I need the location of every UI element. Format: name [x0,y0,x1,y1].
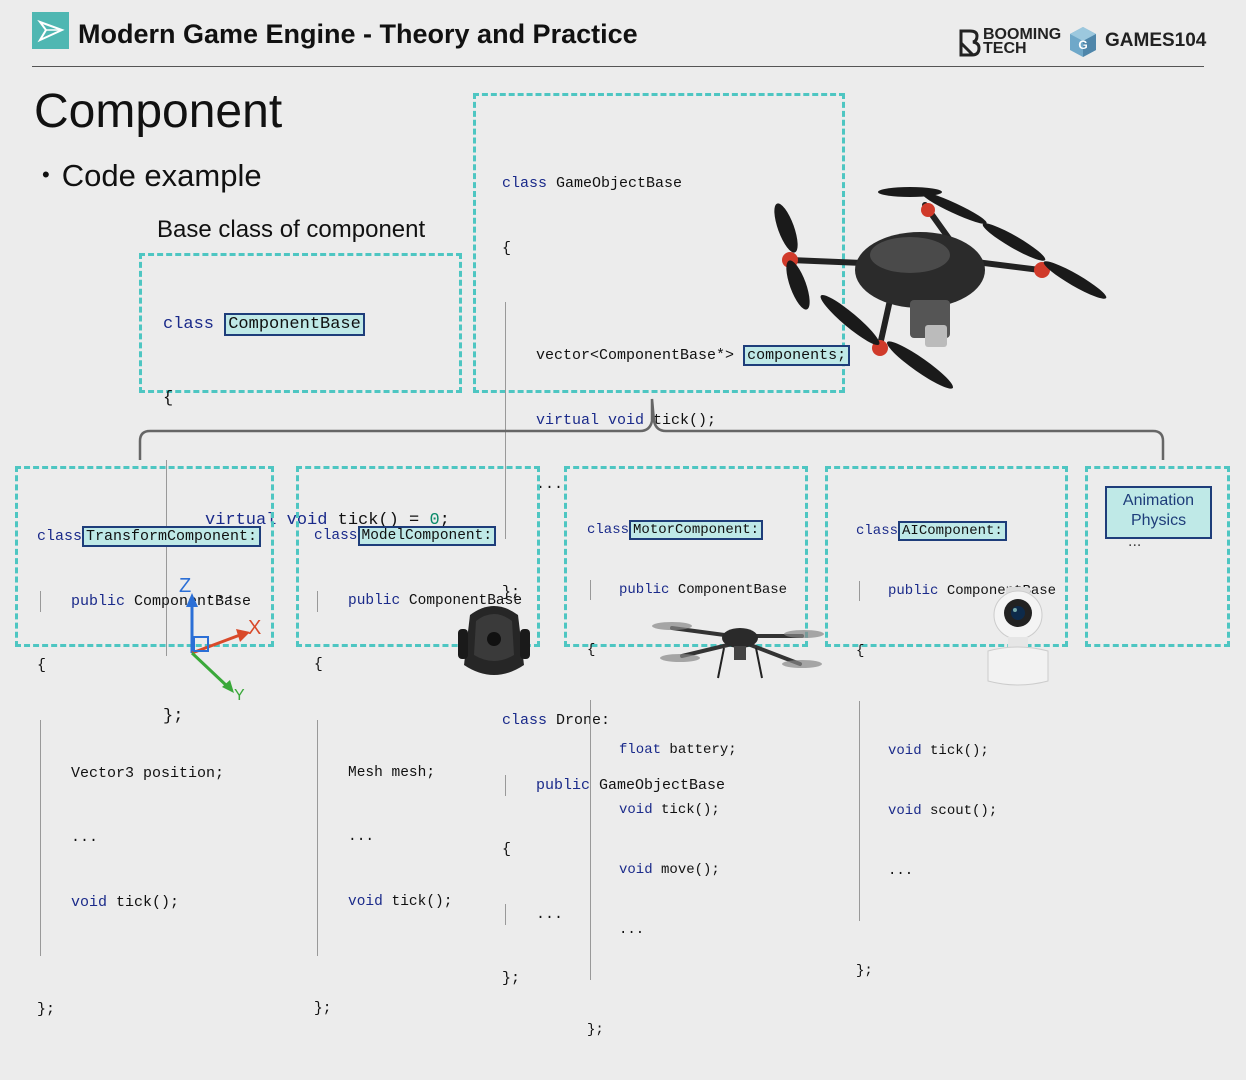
code-brace: }; [37,1001,56,1018]
code-semicolon: ; [439,511,450,530]
code-keyword: public [888,583,939,599]
code-ellipsis: ... [536,905,564,923]
booming-tech-wordmark: BOOMING TECH [983,26,1062,57]
folded-drone-image [454,595,534,692]
code-brace: }; [502,583,521,601]
animation-label: Animation [1122,492,1195,509]
code-ellipsis: ... [536,476,564,493]
booming-tech-logo-icon [958,29,982,62]
code-keyword: class [314,528,358,544]
code-field: battery; [669,742,737,758]
code-keyword: float [619,742,662,758]
code-method: tick() = [337,511,430,530]
code-keyword: virtual void [536,411,645,429]
components-member: components; [743,345,851,366]
code-method: tick(); [930,743,989,759]
code-field: Vector3 position; [71,764,225,782]
code-keyword: void [348,893,383,910]
code-brace: { [502,239,512,257]
code-keyword: void [71,893,108,911]
xyz-axes-icon: Z X Y [170,575,270,704]
slide-heading: Component [34,85,283,138]
code-ellipsis: ... [619,922,645,938]
code-keyword: class [587,522,630,538]
code-base-class: ComponentBase [677,582,788,598]
code-keyword: void [888,743,922,759]
other-components-box: Animation Physics ... [1085,466,1230,647]
code-keyword: public [348,592,401,609]
code-field: Mesh mesh; [348,764,436,781]
base-class-caption: Base class of component [157,216,426,243]
code-base-class: ComponentBase [408,592,523,609]
code-method: tick(); [116,893,180,911]
code-brace: }; [587,1022,604,1038]
code-ellipsis: ... [205,584,236,604]
code-brace: { [856,643,865,659]
code-brace: { [314,657,323,673]
transform-component-name: TransformComponent: [82,526,262,547]
code-number: 0 [429,511,440,530]
hierarchy-connector [0,395,1246,470]
slide-logo-icon [32,12,69,49]
deck-title: Modern Game Engine - Theory and Practice [78,19,638,49]
code-brace: }; [856,963,873,979]
code-ellipsis: ... [71,829,99,846]
code-keyword: public [71,592,126,610]
security-camera-image [982,585,1054,694]
brand-booming-line2: TECH [983,40,1027,57]
header-divider [32,66,1204,67]
code-brace: }; [314,1001,332,1017]
bullet-item: • Code example [42,158,262,194]
quadcopter-drone-image [760,170,1120,410]
bullet-marker: • [42,162,50,187]
code-method: move(); [661,862,720,878]
brand-booming-line1: BOOMING [983,26,1062,43]
code-keyword: void [619,862,653,878]
animation-physics-box: Animation Physics [1105,486,1212,539]
code-keyword: void [888,803,922,819]
axis-z-label: Z [179,575,192,597]
member-type: vector<ComponentBase*> [536,347,735,364]
svg-text:G: G [1078,38,1087,52]
axis-y-label: Y [234,687,245,704]
others-ellipsis: ... [1128,533,1142,550]
code-keyword: class [37,528,83,545]
code-brace: { [163,388,174,408]
axis-x-label: X [248,617,262,639]
code-keyword: class [856,523,899,539]
code-method: tick(); [391,893,453,910]
code-ellipsis: ... [888,863,914,879]
game-object-base-name: GameObjectBase [556,175,683,192]
games104-wordmark: GAMES104 [1105,30,1207,51]
code-brace: { [587,642,596,658]
code-method: tick(); [661,802,720,818]
base-class-code: class ComponentBase { virtual void tick(… [163,264,450,779]
motor-component-name: MotorComponent: [629,520,764,540]
code-keyword: public [619,582,670,598]
code-ellipsis: ... [348,829,375,845]
small-drone-image [652,606,824,691]
code-method: tick(); [653,411,717,429]
base-class-code-box: class ComponentBase { virtual void tick(… [139,253,462,726]
component-base-name: ComponentBase [224,313,365,336]
code-method: scout(); [930,803,998,819]
code-keyword: class [163,315,215,334]
ai-component-name: AIComponent: [898,521,1007,541]
code-keyword: public [536,776,591,794]
code-keyword: void [619,802,653,818]
code-keyword: class [502,175,548,192]
games104-logo-icon: G [1068,26,1098,63]
physics-label: Physics [1130,512,1187,529]
code-brace: { [37,657,47,674]
bullet-text: Code example [61,158,262,193]
model-component-name: ModelComponent: [357,526,497,546]
